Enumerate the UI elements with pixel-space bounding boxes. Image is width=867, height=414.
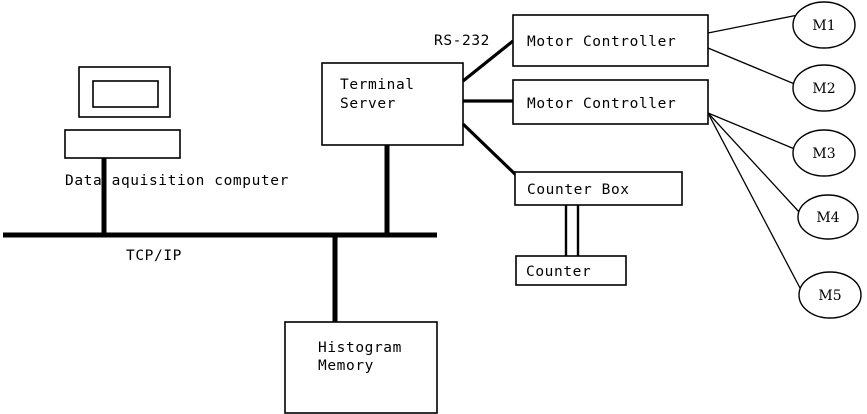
- motor-m5: M5: [798, 271, 862, 319]
- monitor-screen: [92, 80, 159, 108]
- motor-m1-ellipse: [792, 1, 856, 49]
- motor-controller-1-box: [512, 14, 709, 67]
- motor-m1: M1: [792, 1, 856, 49]
- motor-controller-2-to-m4-link: [707, 112, 801, 214]
- motor-m3-ellipse: [792, 129, 856, 177]
- motor-controller-2-to-m3-link: [707, 112, 798, 151]
- desktop-computer-icon: [64, 66, 181, 159]
- motor-m5-label: M5: [818, 288, 841, 304]
- motor-m4-label: M4: [816, 210, 839, 226]
- counter-box-box: [514, 171, 683, 206]
- motor-m2: M2: [792, 64, 856, 112]
- counter-box-label: Counter Box: [527, 182, 630, 198]
- terminal-server-box: [321, 62, 464, 146]
- rs232-label: RS-232: [434, 33, 490, 49]
- terminal-server-label-line1: Terminal: [340, 77, 415, 93]
- histogram-memory-box: [284, 321, 438, 414]
- motor-controller-2-to-m5-link: [707, 112, 801, 289]
- motor-m5-ellipse: [798, 271, 862, 319]
- motor-m3-label: M3: [812, 146, 835, 162]
- motor-m1-label: M1: [812, 18, 835, 34]
- histogram-memory-label-line1: Histogram: [318, 340, 402, 356]
- motor-controller-2-label: Motor Controller: [527, 96, 676, 112]
- motor-controller-2-box: [512, 79, 709, 125]
- computer-label: Data aquisition computer: [65, 173, 289, 189]
- histogram-memory-label-line2: Memory: [318, 358, 374, 374]
- tcpip-label: TCP/IP: [126, 248, 182, 264]
- motor-controller-1-label: Motor Controller: [527, 34, 676, 50]
- terminal-server-to-motor-controller-1-link: [462, 39, 514, 83]
- computer-base-keyboard: [64, 129, 181, 159]
- terminal-server-label-line2: Server: [340, 96, 396, 112]
- motor-controller-1-to-m2-link: [707, 47, 798, 86]
- motor-m3: M3: [792, 129, 856, 177]
- terminal-server-to-counter-box-link: [461, 122, 519, 178]
- motor-m2-label: M2: [812, 81, 835, 97]
- motor-m4-ellipse: [797, 194, 859, 240]
- motor-m2-ellipse: [792, 64, 856, 112]
- motor-controller-1-to-m1-link: [707, 14, 799, 34]
- motor-m4: M4: [797, 194, 859, 240]
- counter-label: Counter: [526, 264, 591, 280]
- counter-box: [515, 255, 627, 286]
